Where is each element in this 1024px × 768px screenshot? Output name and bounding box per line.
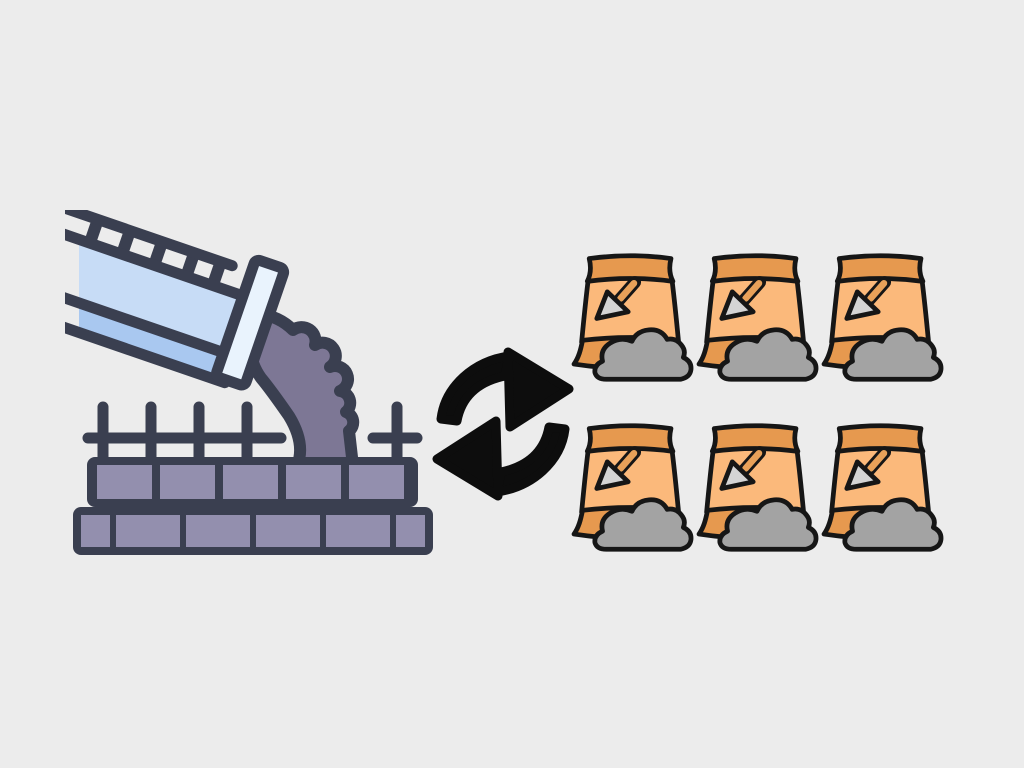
cement-bag-icon [820, 250, 944, 385]
concrete-pour-icon [65, 210, 433, 555]
cement-bags-grid [570, 250, 945, 555]
concrete-flow [245, 308, 360, 472]
chute-body [79, 239, 255, 380]
cement-bag-icon [695, 420, 819, 555]
cement-bag-icon [570, 420, 694, 555]
swap-arrow-top [436, 347, 574, 432]
chute-cap [211, 254, 290, 391]
rebar [82, 401, 423, 470]
cement-bag-icon [820, 420, 944, 555]
chute-frame [65, 210, 290, 391]
cement-bag-icon [695, 250, 819, 385]
brick-wall [73, 457, 433, 555]
swap-arrows-icon [430, 347, 574, 507]
cement-bag-icon [570, 250, 694, 385]
swap-arrow-bottom [437, 421, 565, 496]
